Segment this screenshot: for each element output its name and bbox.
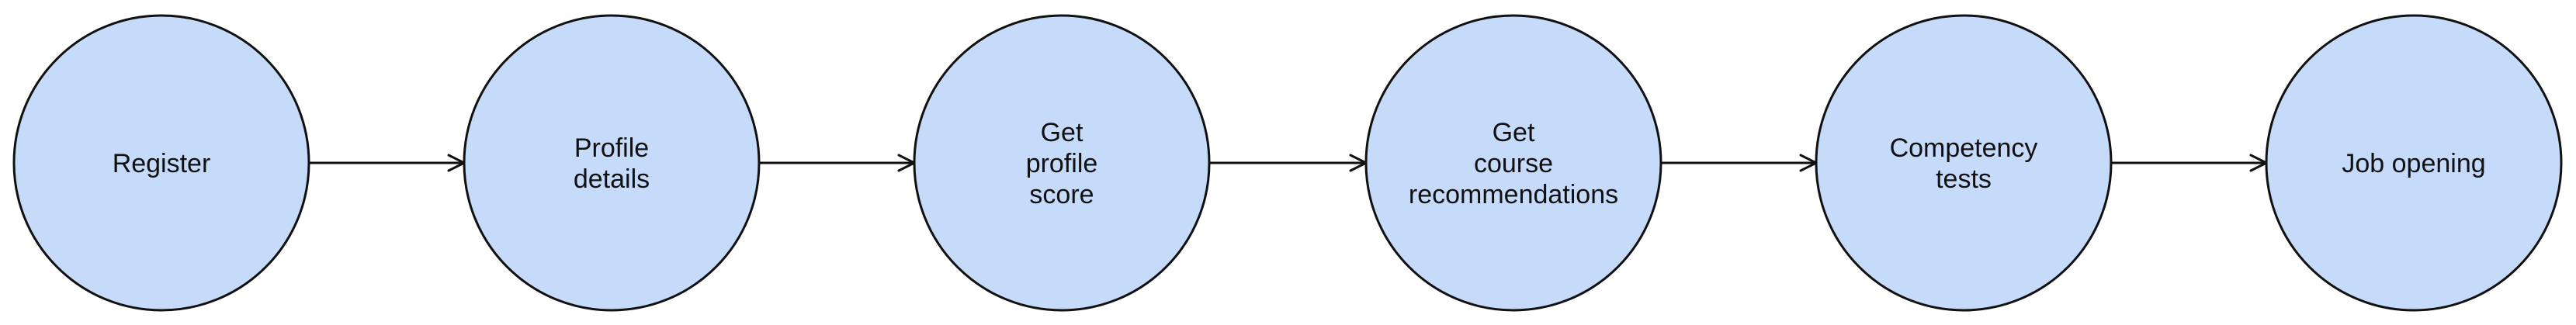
node-circle bbox=[1364, 14, 1662, 312]
node-circle bbox=[12, 14, 310, 312]
node-label-line: profile bbox=[1026, 149, 1098, 178]
node-circle bbox=[2265, 14, 2563, 312]
node-label-line: Get bbox=[1041, 118, 1083, 147]
node-label-line: Job opening bbox=[2342, 149, 2485, 178]
node-label-line: recommendations bbox=[1409, 180, 1618, 209]
node-label-line: Profile bbox=[574, 133, 649, 163]
node-label: Job opening bbox=[2342, 149, 2485, 178]
node-circle bbox=[913, 14, 1211, 312]
node-label-line: Competency bbox=[1890, 133, 2038, 163]
node-label-line: details bbox=[574, 164, 650, 194]
node-label: Register bbox=[113, 149, 211, 178]
node-circle bbox=[1815, 14, 2113, 312]
node-label-line: Get bbox=[1493, 118, 1535, 147]
node-label-line: tests bbox=[1936, 164, 1992, 194]
node-circle bbox=[463, 14, 761, 312]
flow-node-6: Job opening bbox=[2265, 14, 2563, 312]
node-label-line: Register bbox=[113, 149, 211, 178]
node-label-line: course bbox=[1474, 149, 1553, 178]
node-label-line: score bbox=[1029, 180, 1094, 209]
flow-node-1: Register bbox=[12, 14, 310, 312]
